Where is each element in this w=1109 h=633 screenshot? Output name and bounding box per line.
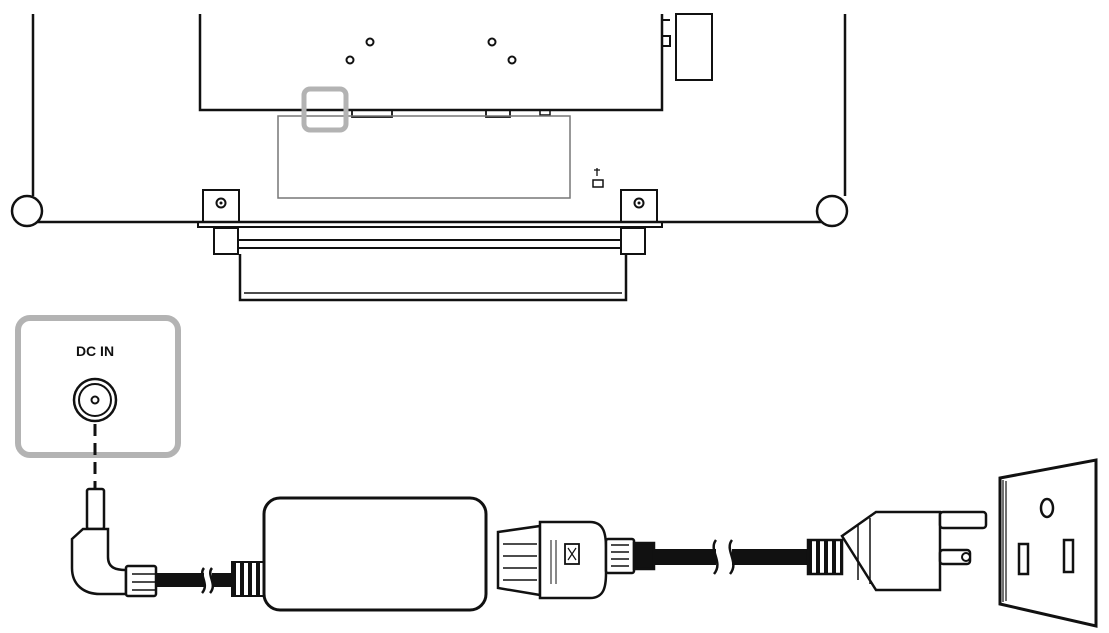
ac-cable xyxy=(654,539,812,575)
monitor-rear-stand-icon xyxy=(10,13,849,302)
dc-plug-icon xyxy=(70,487,158,598)
dc-in-callout xyxy=(15,315,181,490)
dc-port-highlight xyxy=(301,86,349,133)
wall-outlet-icon xyxy=(998,458,1098,628)
c5-power-connector-icon xyxy=(496,520,656,600)
dc-in-label: DC IN xyxy=(75,343,115,359)
power-adapter-icon xyxy=(262,496,488,612)
dc-cable xyxy=(156,561,265,597)
mains-plug-icon xyxy=(806,510,988,592)
dc-in-port-icon xyxy=(72,377,118,423)
